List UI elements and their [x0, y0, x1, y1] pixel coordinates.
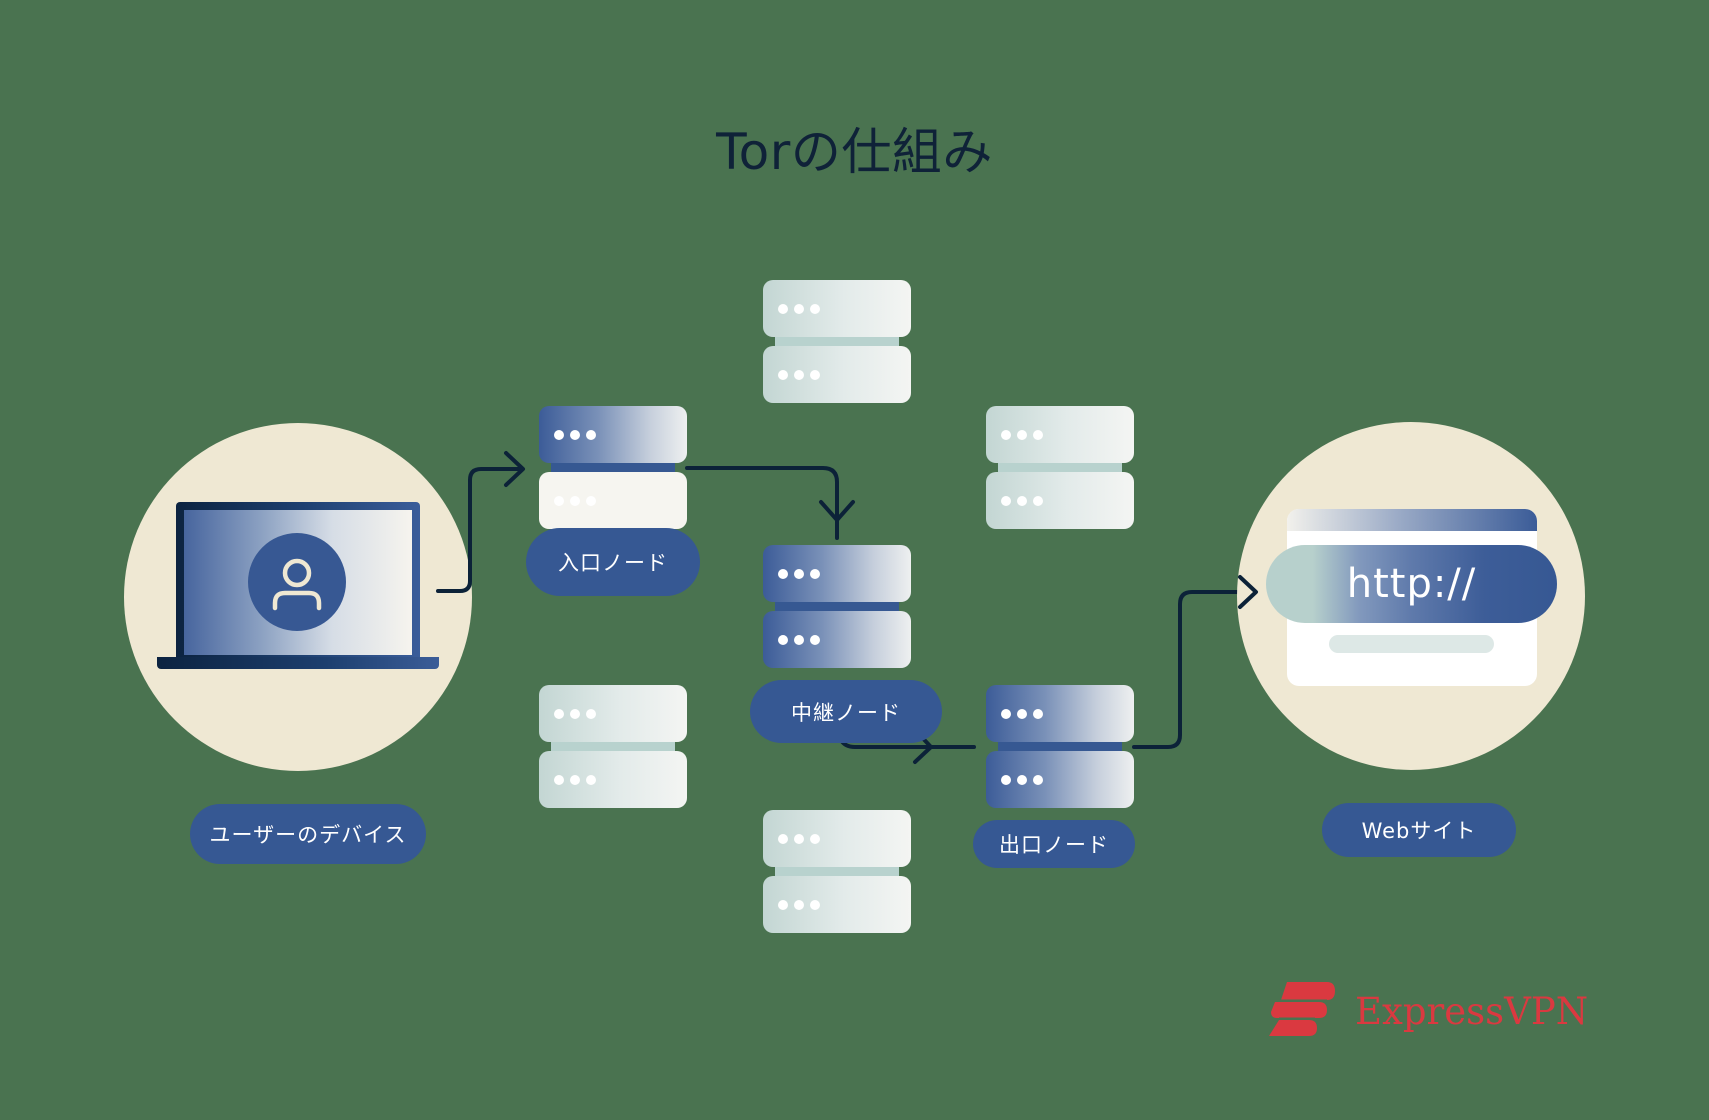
server-unit [539, 685, 687, 742]
website-label: Webサイト [1322, 803, 1516, 857]
arrow-exit-to-website-icon [1132, 590, 1257, 749]
laptop-base [157, 657, 439, 669]
server-connector [775, 600, 899, 613]
exit-node-label: 出口ノード [973, 820, 1135, 868]
server-bottom-left [539, 685, 687, 808]
server-unit [763, 876, 911, 933]
expressvpn-logo-icon [1265, 982, 1337, 1044]
exit-node-server-icon [986, 685, 1134, 808]
server-unit [539, 751, 687, 808]
server-unit [763, 280, 911, 337]
page-title: Torの仕組み [716, 123, 993, 181]
brand-name: ExpressVPN [1355, 990, 1589, 1033]
user-avatar-icon [248, 533, 346, 631]
url-text: http:// [1346, 561, 1477, 607]
server-unit [986, 472, 1134, 529]
server-connector [551, 740, 675, 753]
server-unit [986, 751, 1134, 808]
url-bar: http:// [1266, 545, 1557, 623]
server-right [986, 406, 1134, 529]
relay-node-label: 中継ノード [750, 680, 942, 743]
server-top [763, 280, 911, 403]
server-unit [763, 810, 911, 867]
entry-node-server-icon [539, 406, 687, 529]
server-unit [986, 406, 1134, 463]
server-connector [551, 461, 675, 474]
server-connector [998, 461, 1122, 474]
browser-title-bar [1287, 509, 1537, 531]
server-unit [763, 545, 911, 602]
server-unit [539, 472, 687, 529]
server-unit [986, 685, 1134, 742]
arrow-device-to-entry-icon [436, 467, 524, 593]
relay-node-server-icon [763, 545, 911, 668]
server-connector [775, 865, 899, 878]
server-unit [763, 611, 911, 668]
arrow-entry-to-relay-icon [685, 466, 839, 540]
entry-node-label: 入口ノード [526, 528, 700, 596]
server-unit [539, 406, 687, 463]
user-device-label: ユーザーのデバイス [190, 804, 426, 864]
server-bottom [763, 810, 911, 933]
server-connector [775, 335, 899, 348]
server-connector [998, 740, 1122, 753]
browser-content-line [1329, 635, 1494, 653]
server-unit [763, 346, 911, 403]
